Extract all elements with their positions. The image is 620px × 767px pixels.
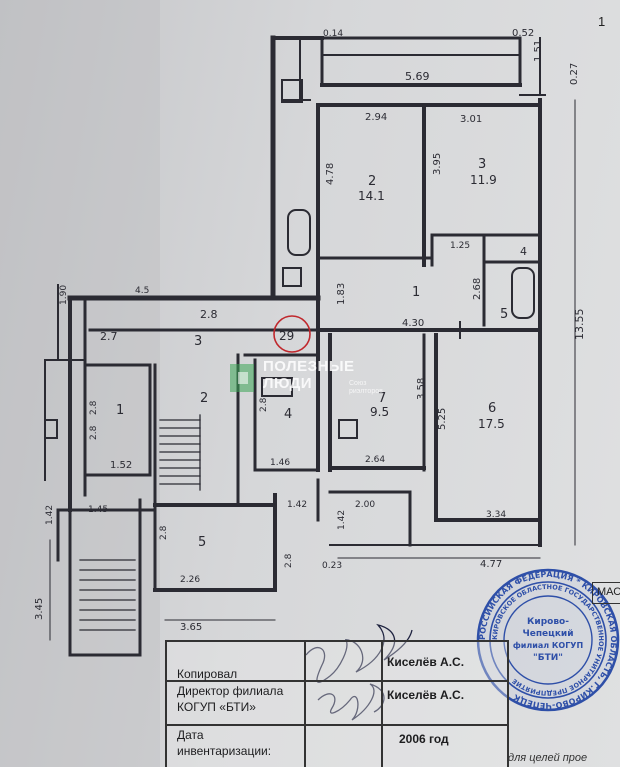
room-number: 6 xyxy=(488,401,496,416)
copied-label: Копировал xyxy=(177,667,238,681)
dim-label: 1.46 xyxy=(270,458,290,468)
circled-mark xyxy=(273,315,311,353)
table-divider xyxy=(381,642,383,767)
dim-label: 2.94 xyxy=(365,112,387,123)
dim-label: 2.8 xyxy=(89,400,99,415)
dim-label: 2.8 xyxy=(200,308,218,321)
inventory-year: 2006 год xyxy=(399,732,449,746)
dim-label: 3.65 xyxy=(180,622,202,633)
sheet-number: 1 xyxy=(598,14,606,29)
dim-label: 3.34 xyxy=(486,510,506,520)
dim-label: 1.42 xyxy=(337,510,347,530)
director-label-1: Директор филиала xyxy=(177,684,284,698)
room-number: 4 xyxy=(284,407,292,422)
director-name: Киселёв А.С. xyxy=(387,688,465,702)
dim-label: 1.90 xyxy=(59,285,69,305)
room-area: 17.5 xyxy=(478,417,505,431)
room-number: 7 xyxy=(378,391,386,406)
dim-label: 5.69 xyxy=(405,70,430,83)
dim-label: 1.51 xyxy=(533,40,544,62)
watermark-logo-icon xyxy=(230,364,254,392)
dim-label: 2.00 xyxy=(355,500,375,510)
dim-label: 4.77 xyxy=(480,559,502,570)
signature-director xyxy=(317,683,385,721)
watermark-subtext: Союз риэлторов xyxy=(349,380,383,396)
room-area: 11.9 xyxy=(470,173,497,187)
table-divider xyxy=(167,724,507,726)
room-number: 2 xyxy=(368,174,376,189)
dim-label: 2.68 xyxy=(472,278,483,300)
dim-label: 0.23 xyxy=(322,561,342,571)
dim-label: 1.42 xyxy=(45,505,55,525)
table-divider xyxy=(167,680,507,682)
svg-text:Кирово-: Кирово- xyxy=(527,617,569,627)
dim-label: 2.26 xyxy=(180,575,200,585)
dim-label: 4.5 xyxy=(135,286,149,296)
footer-note: для целей прое xyxy=(508,752,588,764)
dim-label: 1.45 xyxy=(88,505,108,515)
director-label-2: КОГУП «БТИ» xyxy=(177,700,256,714)
dim-label: 2.8 xyxy=(89,425,99,440)
svg-text:филиал КОГУП: филиал КОГУП xyxy=(513,641,583,650)
room-number: 3 xyxy=(194,334,202,349)
room-number: 3 xyxy=(478,157,486,172)
dim-label: 1.83 xyxy=(336,283,347,305)
bti-stamp: РОССИЙСКАЯ ФЕДЕРАЦИЯ * КИРОВСКАЯ ОБЛАСТЬ… xyxy=(476,568,620,712)
dim-label: 2.8 xyxy=(259,397,269,412)
dim-label: 1.42 xyxy=(287,500,307,510)
watermark-sub2: риэлторов xyxy=(349,388,383,395)
dim-label: 2.8 xyxy=(284,553,294,568)
dim-label: 5.25 xyxy=(437,408,448,430)
dim-label: 4.78 xyxy=(325,163,336,185)
dim-label: 3.95 xyxy=(432,153,443,175)
signature-table: Копировал Киселёв А.С. Директор филиала … xyxy=(165,640,509,767)
dim-label: 0.14 xyxy=(323,29,343,39)
signature-copied xyxy=(305,623,413,683)
watermark-sub1: Союз xyxy=(349,380,367,387)
room-number: 2 xyxy=(200,391,208,406)
dim-label: 2.64 xyxy=(365,455,385,465)
scale-label: МАСШ xyxy=(592,582,620,604)
date-label-2: инвентаризации: xyxy=(177,744,272,758)
room-number: 5 xyxy=(500,307,508,322)
room-number: 4 xyxy=(520,245,527,258)
room-number: 5 xyxy=(198,535,206,550)
dim-label: 0.27 xyxy=(569,63,580,85)
circled-number: 29 xyxy=(279,329,294,343)
dim-label: 13.55 xyxy=(573,309,586,341)
room-number: 1 xyxy=(116,403,124,418)
svg-text:"БТИ": "БТИ" xyxy=(533,653,563,663)
room-number: 1 xyxy=(412,285,420,300)
dim-label: 2.8 xyxy=(159,525,169,540)
dim-label: 3.01 xyxy=(460,114,482,125)
svg-text:Чепецкий: Чепецкий xyxy=(522,629,573,639)
dim-label: 0.52 xyxy=(512,28,534,39)
watermark-line1: ПОЛЕЗНЫЕ xyxy=(263,358,355,375)
watermark-text: ПОЛЕЗНЫЕ ЛЮДИ xyxy=(263,358,355,392)
table-divider xyxy=(304,642,306,767)
room-area: 14.1 xyxy=(358,189,385,203)
dim-label: 1.52 xyxy=(110,460,132,471)
dim-label: 3.45 xyxy=(34,598,45,620)
copied-name: Киселёв А.С. xyxy=(387,655,465,669)
room-area: 9.5 xyxy=(370,405,389,419)
dim-label: 3.58 xyxy=(416,378,427,400)
date-label-1: Дата xyxy=(177,728,204,742)
watermark-line2: ЛЮДИ xyxy=(263,375,313,392)
dim-label: 2.7 xyxy=(100,330,118,343)
dim-label: 1.25 xyxy=(450,241,470,251)
dim-label: 4.30 xyxy=(402,318,424,329)
